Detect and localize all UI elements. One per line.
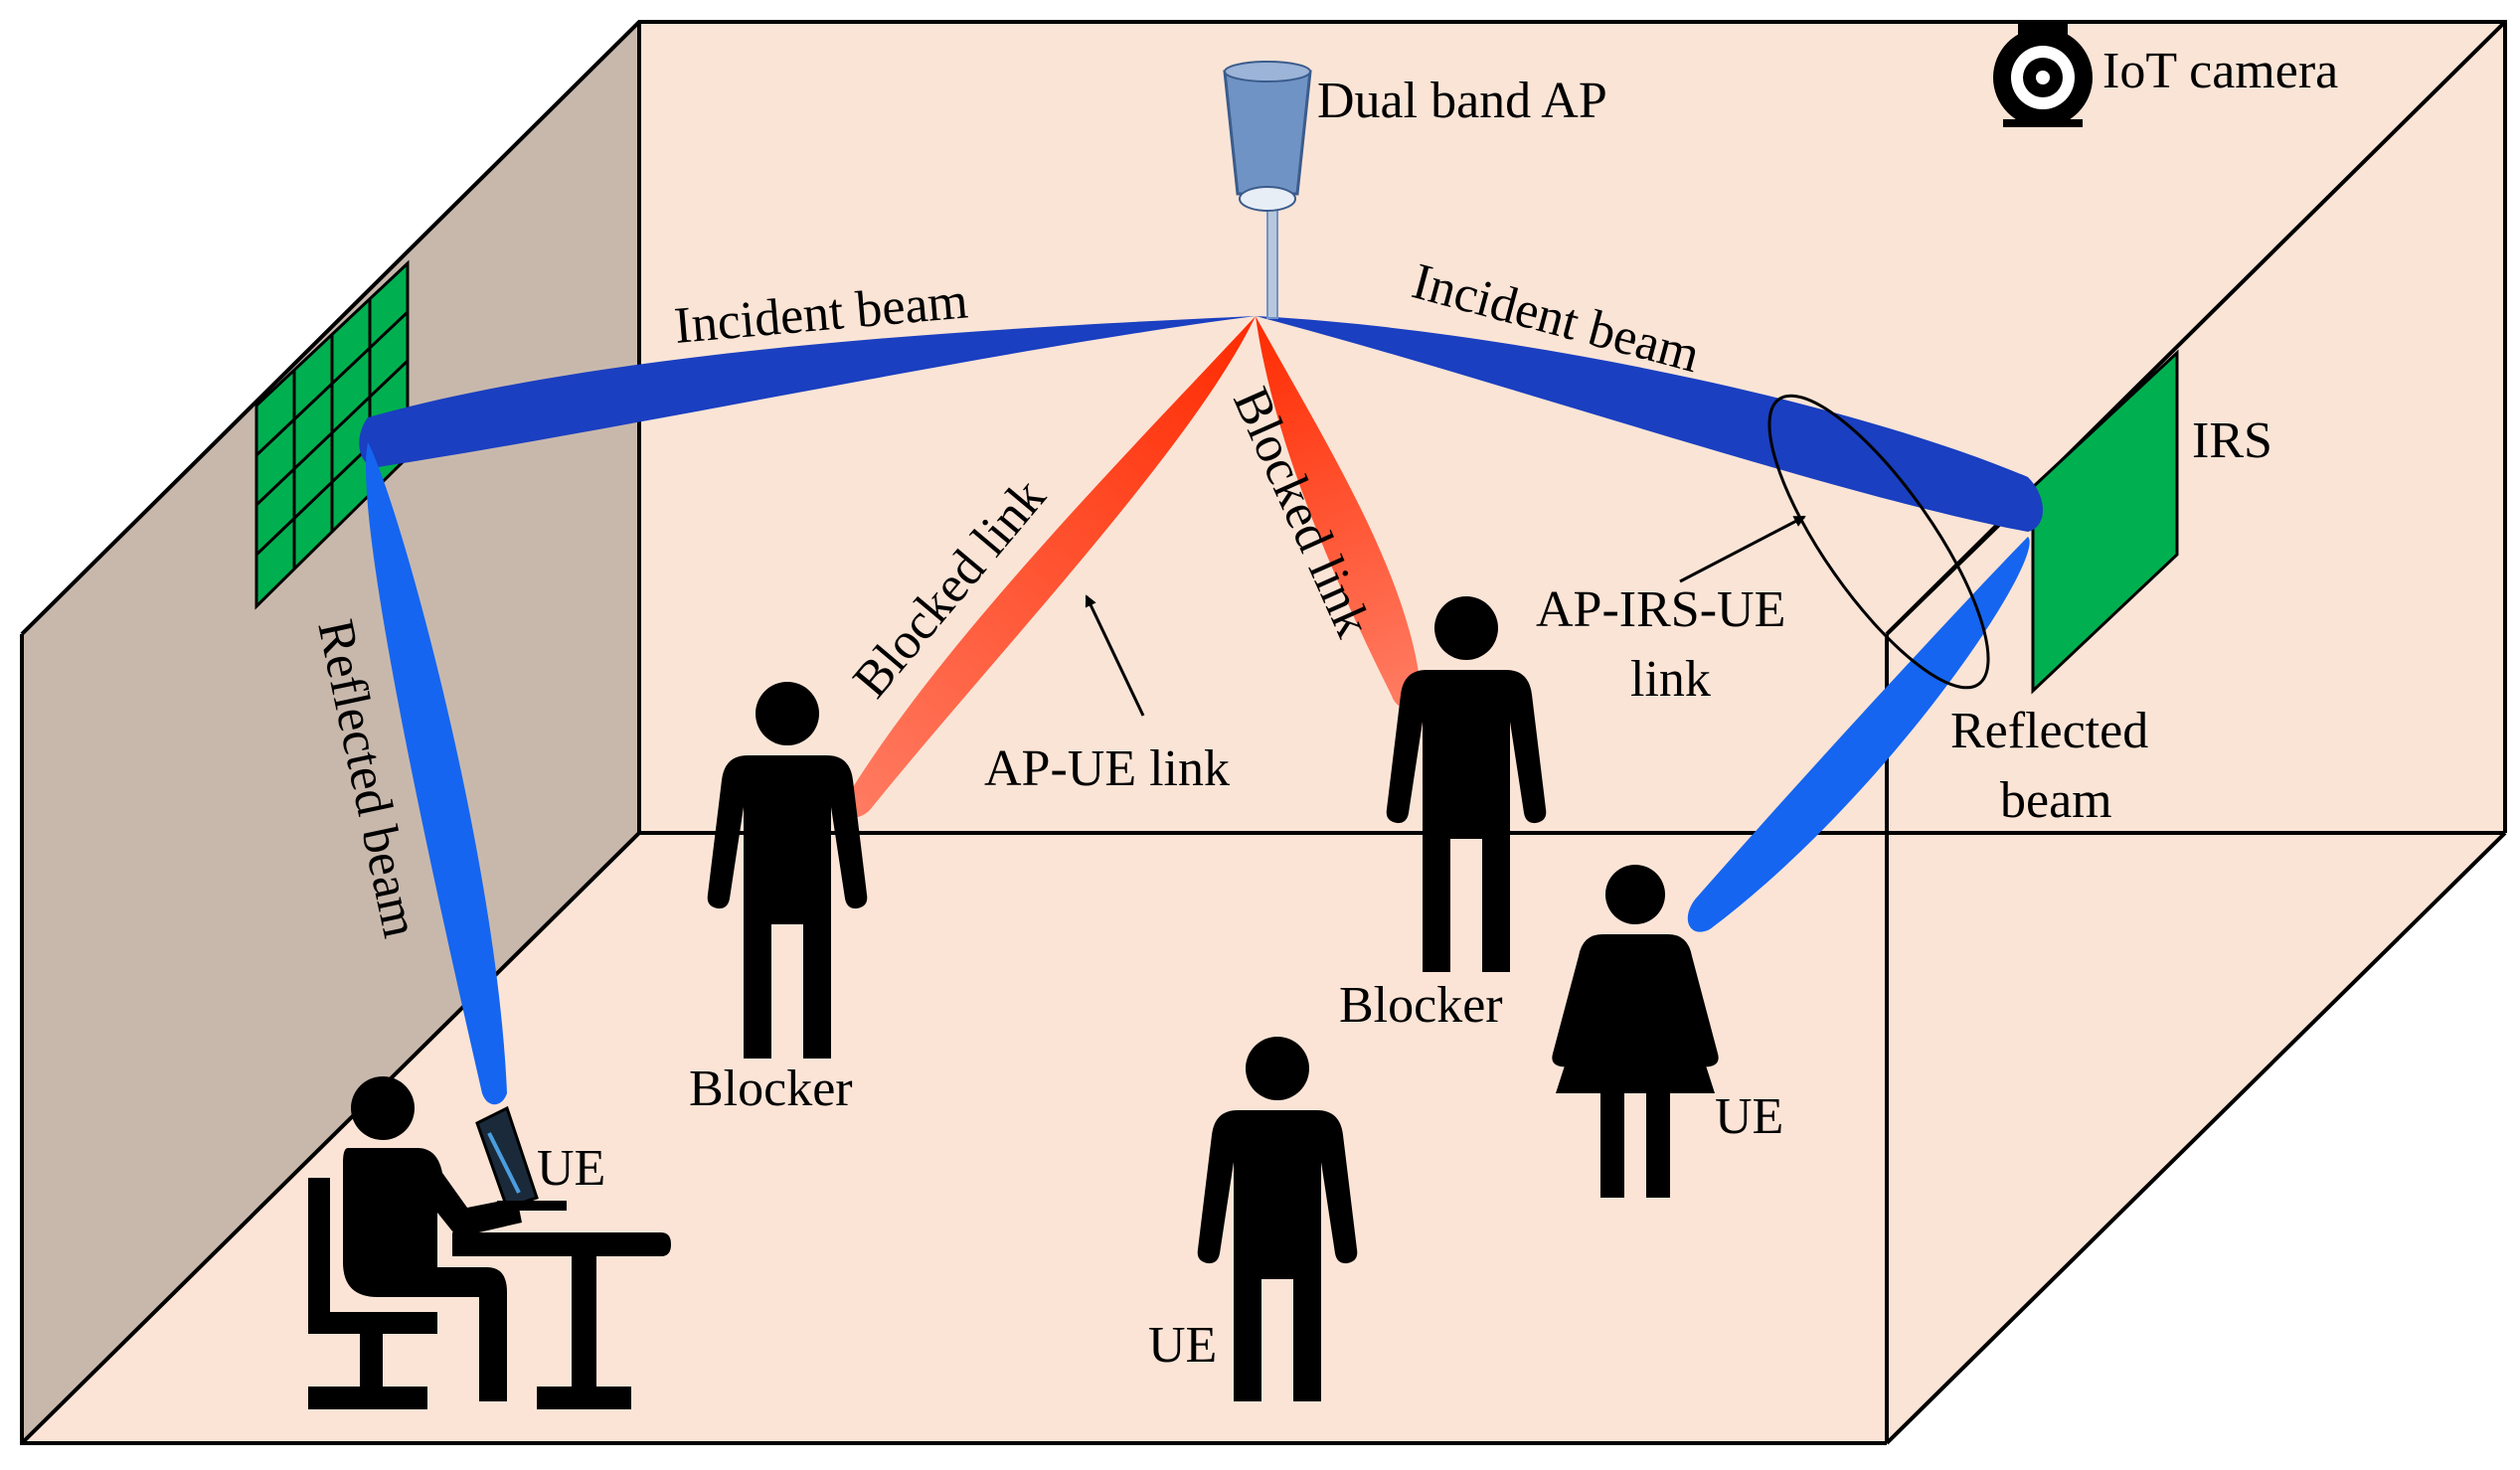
incident-beam-left xyxy=(359,316,1256,467)
room-edge-floor-left xyxy=(20,831,641,1445)
reflected-beam-left xyxy=(366,442,507,1105)
seated-head xyxy=(351,1076,415,1140)
desk xyxy=(452,1232,671,1409)
blocked-link-left xyxy=(842,316,1256,818)
label-ap-irs-ue-line1: AP-IRS-UE xyxy=(1536,581,1785,638)
blocked-link-right xyxy=(1256,316,1422,710)
beams xyxy=(359,316,2043,1105)
iot-camera-icon xyxy=(1993,20,2093,127)
label-ue-center: UE xyxy=(1148,1317,1217,1374)
room-edge-front-left xyxy=(20,634,1887,1445)
incident-beam-right xyxy=(1256,316,2043,532)
seated-torso xyxy=(343,1148,522,1401)
arrow-ap-ue-link xyxy=(1085,594,1145,717)
blocker-left-silhouette xyxy=(707,682,868,1059)
right-wall xyxy=(1887,22,2505,1443)
label-reflected-beam-right-line1: Reflected xyxy=(1950,703,2148,759)
room-edge-back xyxy=(20,20,2507,833)
irs-left-grid xyxy=(254,259,410,610)
ue-right-female-silhouette xyxy=(1552,865,1719,1198)
label-dual-band-ap: Dual band AP xyxy=(1317,73,1607,129)
dual-band-ap xyxy=(1223,61,1312,319)
label-iot-camera: IoT camera xyxy=(2102,43,2338,99)
label-ap-ue-link: AP-UE link xyxy=(984,740,1230,797)
irs-right-panel xyxy=(2031,349,2179,695)
left-wall xyxy=(22,22,639,1443)
label-reflected-beam-right-line2: beam xyxy=(2000,772,2112,829)
arrow-ap-irs-ue-link xyxy=(1679,515,1806,583)
reflected-beam-right xyxy=(1687,537,2030,932)
label-blocker-right: Blocker xyxy=(1339,977,1503,1034)
label-irs: IRS xyxy=(2192,412,2272,469)
blocker-right-silhouette xyxy=(1386,596,1547,972)
laptop-screen xyxy=(475,1105,539,1210)
ue-center-silhouette xyxy=(1197,1037,1358,1401)
label-blocker-left: Blocker xyxy=(689,1061,853,1117)
ue-seated-at-desk xyxy=(308,1076,671,1409)
room xyxy=(20,20,2507,1445)
label-ue-right: UE xyxy=(1715,1088,1783,1145)
chair xyxy=(308,1178,437,1409)
laptop-base xyxy=(497,1201,567,1211)
room-edge-bottom-right xyxy=(1885,831,2507,1445)
label-ap-irs-ue-line2: link xyxy=(1630,651,1711,708)
label-ue-seated: UE xyxy=(537,1140,605,1197)
ap-irs-ue-ellipse xyxy=(1767,394,1990,690)
